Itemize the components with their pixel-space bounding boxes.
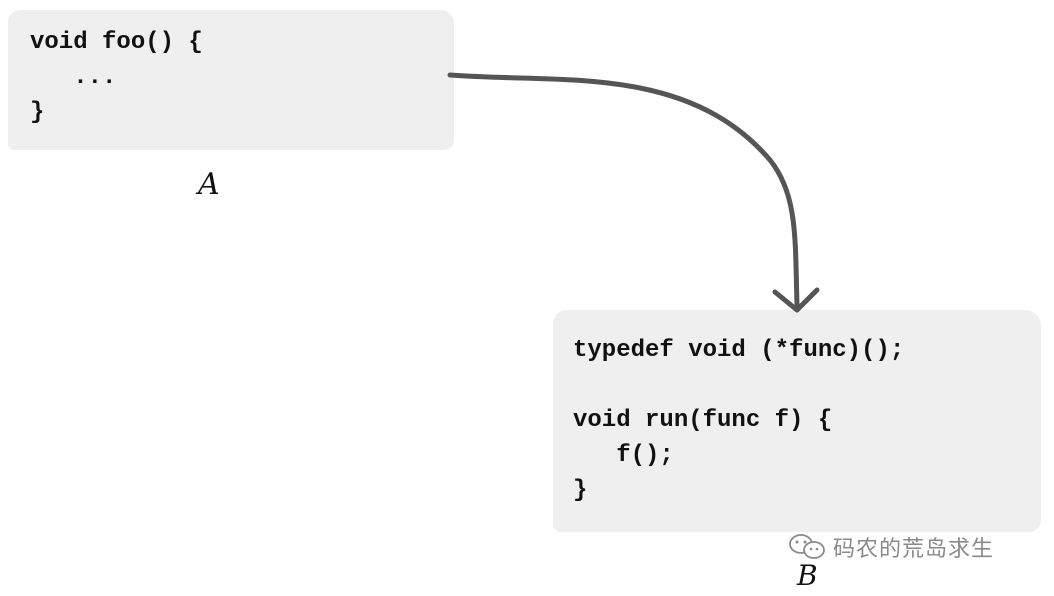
label-b: B	[797, 559, 818, 592]
wechat-icon	[789, 534, 825, 559]
watermark-text: 码农的荒岛求生	[833, 537, 995, 562]
code-text-a: void foo() { ... }	[30, 29, 203, 126]
code-block-a: void foo() { ... }	[8, 10, 454, 150]
code-block-b: typedef void (*func)(); void run(func f)…	[553, 310, 1041, 532]
watermark: 码农的荒岛求生	[787, 531, 994, 563]
code-text-b: typedef void (*func)(); void run(func f)…	[573, 337, 905, 504]
arrowhead	[772, 287, 820, 313]
arrow-path	[447, 72, 800, 308]
label-a: A	[198, 167, 220, 202]
